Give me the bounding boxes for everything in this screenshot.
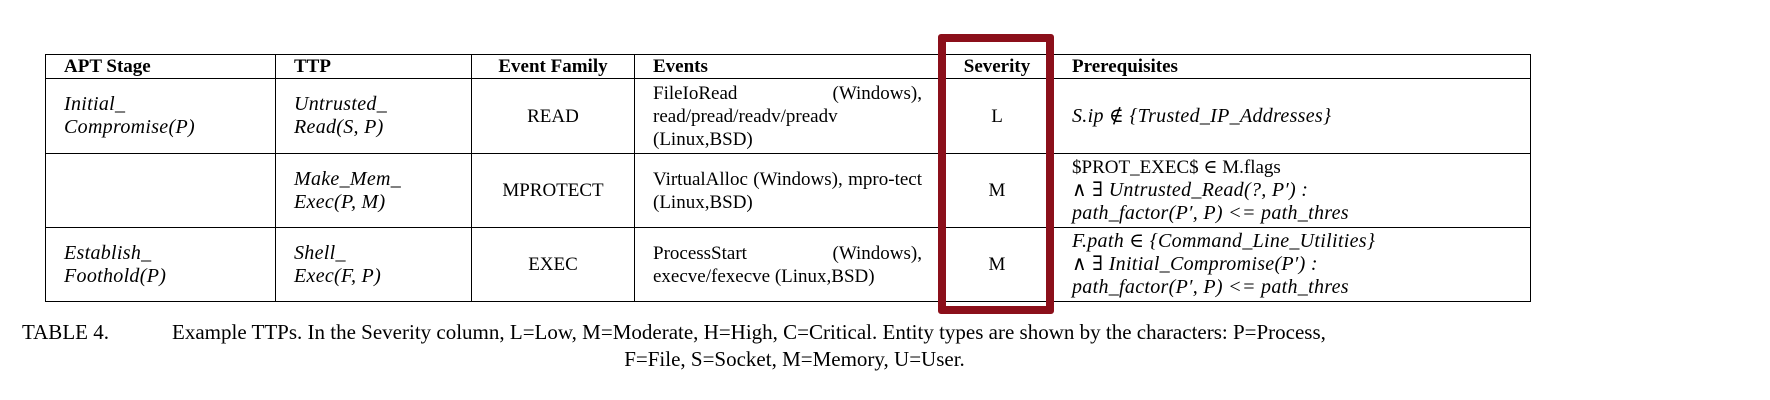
header-apt-stage: APT Stage <box>45 54 276 79</box>
header-event-family: Event Family <box>471 54 635 79</box>
ttp-table: APT Stage TTP Event Family Events Severi… <box>45 54 1531 302</box>
prereq-line3: path_factor(P′, P) <= path_thres <box>1072 276 1349 298</box>
apt-stage-line1: Initial_ <box>64 93 126 115</box>
apt-stage-line2: Foothold(P) <box>64 264 167 287</box>
header-ttp: TTP <box>275 54 472 79</box>
apt-stage-cell: Initial_ Compromise(P) <box>45 78 276 154</box>
apt-stage-cell <box>45 153 276 228</box>
ttp-line2: Exec(P, M) <box>294 190 386 213</box>
apt-stage-line2: Compromise(P) <box>64 116 195 138</box>
ttp-cell: Untrusted_ Read(S, P) <box>275 78 472 154</box>
events-cell: ProcessStart (Windows), execve/fexecve (… <box>634 227 941 302</box>
event-family-cell: EXEC <box>471 227 635 302</box>
prerequisites-cell: F.path ∈ {Command_Line_Utilities} ∧ ∃ In… <box>1053 227 1531 302</box>
severity-cell: M <box>940 153 1054 228</box>
prereq-line3: path_factor(P′, P) <= path_thres <box>1072 202 1349 224</box>
apt-stage-cell: Establish_ Foothold(P) <box>45 227 276 302</box>
table-header-row: APT Stage TTP Event Family Events Severi… <box>45 54 1531 79</box>
ttp-line2: Exec(F, P) <box>294 264 382 287</box>
prerequisites-cell: $PROT_EXEC$ ∈ M.flags ∧ ∃ Untrusted_Read… <box>1053 153 1531 228</box>
prereq-line1: F.path ∈ {Command_Line_Utilities} <box>1072 230 1376 252</box>
caption-line2: F=File, S=Socket, M=Memory, U=User. <box>624 347 965 371</box>
severity-cell: L <box>940 78 1054 154</box>
prereq-line2: ∧ ∃ Initial_Compromise(P′) : <box>1072 253 1318 275</box>
caption-label: TABLE 4. <box>22 320 109 344</box>
header-events: Events <box>634 54 941 79</box>
prereq-line1: $PROT_EXEC$ ∈ M.flags <box>1072 157 1281 178</box>
event-family-cell: READ <box>471 78 635 154</box>
ttp-cell: Shell_ Exec(F, P) <box>275 227 472 302</box>
table-caption: TABLE 4. Example TTPs. In the Severity c… <box>22 319 1567 373</box>
ttp-line1: Untrusted_ <box>294 93 387 115</box>
prerequisites-cell: S.ip ∉ {Trusted_IP_Addresses} <box>1053 78 1531 154</box>
table-row: Make_Mem_ Exec(P, M) MPROTECT VirtualAll… <box>45 153 1531 228</box>
prereq-line1: S.ip ∉ {Trusted_IP_Addresses} <box>1072 104 1332 127</box>
apt-stage-line1: Establish_ <box>64 241 152 264</box>
events-cell: VirtualAlloc (Windows), mpro-tect (Linux… <box>634 153 941 228</box>
ttp-cell: Make_Mem_ Exec(P, M) <box>275 153 472 228</box>
ttp-line1: Make_Mem_ <box>294 167 402 190</box>
table-row: Establish_ Foothold(P) Shell_ Exec(F, P)… <box>45 227 1531 302</box>
header-severity: Severity <box>940 54 1054 79</box>
event-family-cell: MPROTECT <box>471 153 635 228</box>
severity-cell: M <box>940 227 1054 302</box>
caption-line1: Example TTPs. In the Severity column, L=… <box>172 320 1326 344</box>
header-prerequisites: Prerequisites <box>1053 54 1531 79</box>
ttp-line1: Shell_ <box>294 241 346 264</box>
ttp-line2: Read(S, P) <box>294 116 384 138</box>
prereq-line2: ∧ ∃ Untrusted_Read(?, P′) : <box>1072 179 1309 201</box>
events-cell: FileIoRead (Windows), read/pread/readv/p… <box>634 78 941 154</box>
table-row: Initial_ Compromise(P) Untrusted_ Read(S… <box>45 78 1531 154</box>
